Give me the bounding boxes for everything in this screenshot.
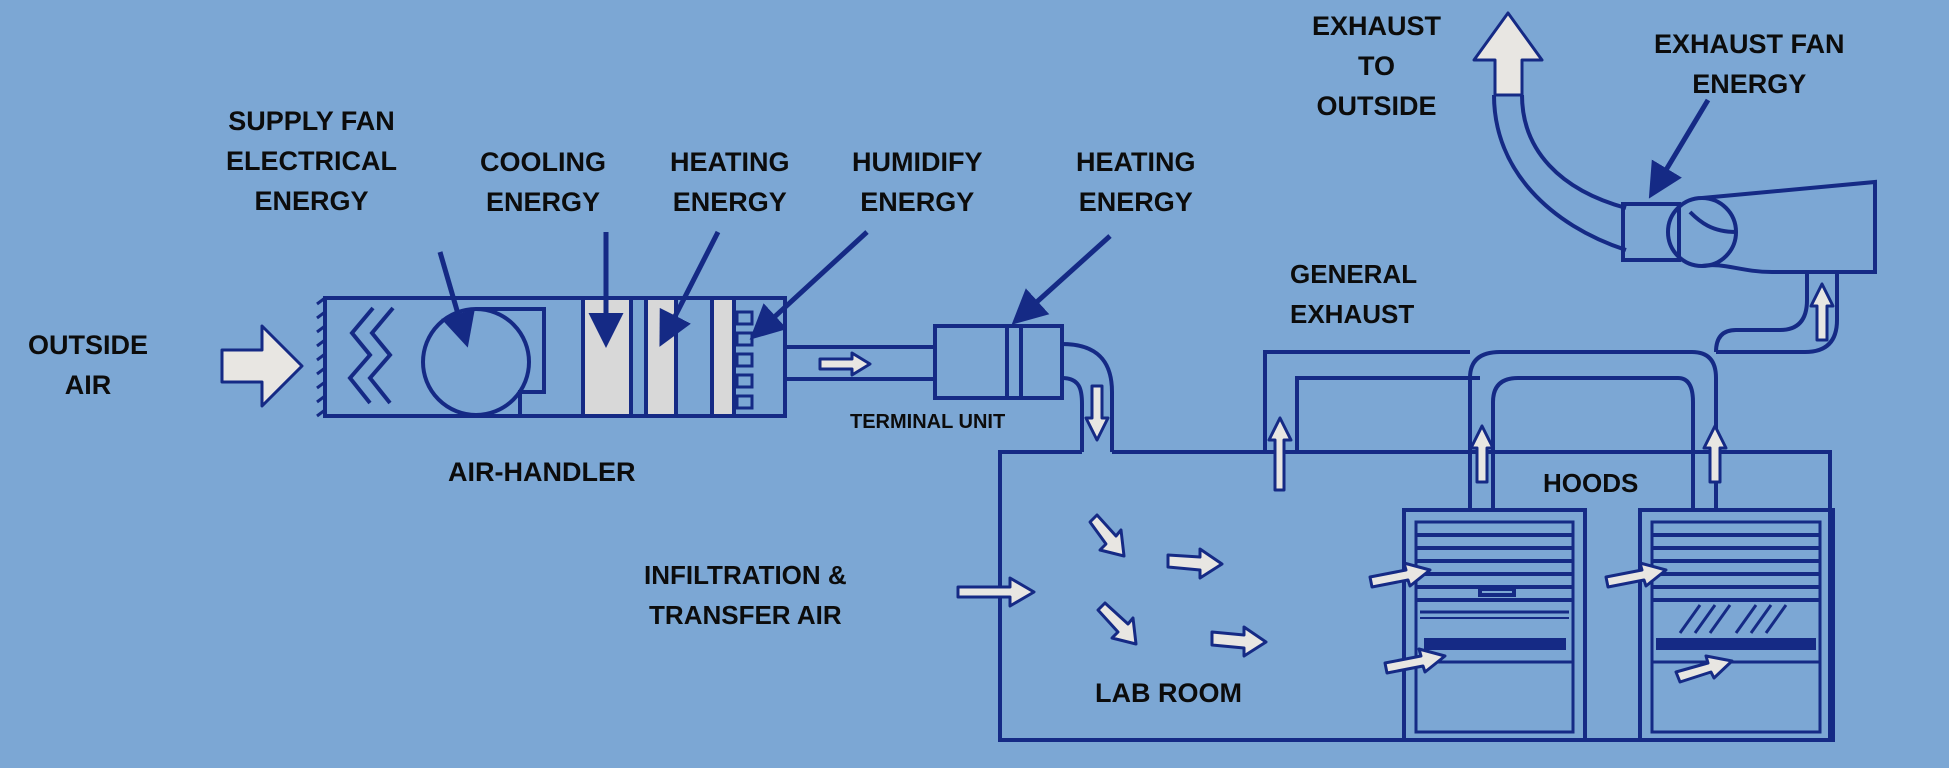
heating-energy-arrow <box>659 230 721 347</box>
terminal-unit <box>933 324 1064 400</box>
exhaust-fan-energy-arrow <box>1648 98 1711 199</box>
exhaust-to-outside-label: EXHAUST TO OUTSIDE <box>1312 11 1442 121</box>
cooling-energy-label: COOLING ENERGY <box>480 147 606 217</box>
supply-flow-arrow <box>818 351 872 377</box>
general-exhaust-up-arrow <box>1267 416 1293 492</box>
supply-down-arrow <box>1084 384 1110 442</box>
terminal-heating-energy-label: HEATING ENERGY <box>1076 147 1196 217</box>
filter-zigzag <box>367 306 395 405</box>
room-supply-duct <box>1061 342 1114 452</box>
lab-room-label: LAB ROOM <box>1095 678 1242 708</box>
hood2-inlet-arrow <box>1674 654 1734 684</box>
room-air-arrow <box>1166 547 1224 580</box>
outside-air-arrow <box>220 324 304 408</box>
exhaust-stack <box>1492 94 1627 252</box>
fume-hood-2 <box>1638 508 1835 742</box>
general-exhaust-label: GENERAL EXHAUST <box>1290 259 1418 329</box>
general-exhaust-duct <box>1263 350 1480 452</box>
hood-exhaust-risers <box>1468 272 1839 510</box>
exhaust-fan <box>1621 179 1877 274</box>
air-handler-label: AIR-HANDLER <box>448 457 636 487</box>
exhaust-outside-arrow <box>1472 11 1544 97</box>
hood1-inlet-arrow <box>1383 647 1447 675</box>
heating-coil <box>644 296 678 418</box>
hood1-inlet-arrow <box>1368 561 1432 589</box>
humidify-energy-label: HUMIDIFY ENERGY <box>852 147 983 217</box>
terminal-heating-energy-arrow <box>1011 234 1112 325</box>
supply-duct <box>785 345 935 381</box>
room-air-arrow <box>1210 625 1268 658</box>
exhaust-riser-up-arrow <box>1809 282 1835 342</box>
supply-fan <box>421 307 546 417</box>
hood2-up-arrow <box>1702 424 1728 484</box>
intake-louvers <box>316 296 326 418</box>
terminal-unit-label: TERMINAL UNIT <box>850 411 1006 433</box>
supply-fan-energy-arrow <box>437 251 475 348</box>
humidifier <box>710 296 736 418</box>
infiltration-arrow <box>956 576 1036 608</box>
room-air-arrow <box>1088 513 1126 558</box>
infiltration-label: INFILTRATION & TRANSFER AIR <box>644 560 847 630</box>
outside-air-label: OUTSIDE AIR <box>28 330 149 400</box>
filter-zigzag <box>347 306 375 405</box>
humidify-energy-arrow <box>749 230 869 340</box>
hoods-label: HOODS <box>1543 468 1639 498</box>
humidifier-nozzles <box>735 310 754 410</box>
exhaust-fan-energy-label: EXHAUST FAN ENERGY <box>1654 29 1845 99</box>
fume-hood-1 <box>1402 508 1587 742</box>
hood1-up-arrow <box>1469 424 1495 484</box>
hood2-inlet-arrow <box>1604 561 1668 589</box>
air-handler <box>316 296 787 418</box>
room-air-arrow <box>1096 601 1138 646</box>
heating-energy-label: HEATING ENERGY <box>670 147 790 217</box>
room-supply-duct <box>1061 376 1084 452</box>
exhaust-stack <box>1520 94 1627 210</box>
supply-fan-energy-label: SUPPLY FAN ELECTRICAL ENERGY <box>226 106 397 216</box>
